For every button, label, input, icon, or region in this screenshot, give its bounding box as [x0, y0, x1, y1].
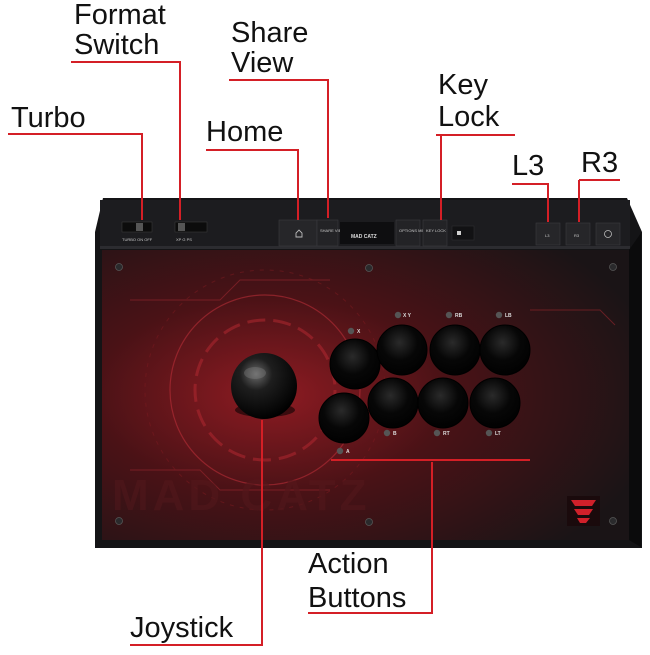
options-button[interactable]	[395, 219, 421, 247]
legend-dot	[433, 429, 441, 437]
l3-leader	[512, 183, 549, 222]
action-button-rb[interactable]	[429, 324, 481, 376]
turbo-callout: Turbo	[11, 102, 86, 134]
legend-dot	[485, 429, 493, 437]
home-icon[interactable]	[295, 229, 303, 238]
action-buttons	[318, 324, 531, 444]
button-legends: X X Y RB LB A B RT LT	[336, 311, 512, 455]
logo-stroke	[571, 500, 596, 506]
r3-button-label: R3	[574, 233, 580, 238]
panel-circuit-line	[130, 469, 330, 491]
legend-dot	[336, 447, 344, 455]
turbo-switch-label: TURBO ON OFF	[122, 237, 153, 242]
legend-bottom-row-2: RT	[443, 431, 450, 437]
legend-bottom-row-3: LT	[495, 431, 501, 437]
logo-stroke	[577, 518, 590, 523]
screw	[609, 517, 617, 525]
key-lock-button-label: KEY LOCK	[426, 228, 446, 233]
action-button-rt[interactable]	[417, 377, 469, 429]
r3-button[interactable]	[565, 222, 591, 246]
legend-top-left: X	[357, 329, 361, 335]
action-button-top-left[interactable]	[329, 338, 381, 390]
legend-top-row-3: LB	[505, 313, 512, 319]
home-callout: Home	[206, 116, 284, 148]
joystick-leader	[130, 420, 263, 646]
action-button-lb[interactable]	[479, 324, 531, 376]
joystick-callout: Joystick	[130, 612, 234, 644]
r3-callout: R3	[581, 147, 619, 179]
home-button-bay	[278, 219, 318, 247]
panel-ring-outer	[169, 294, 361, 486]
action-button-b[interactable]	[367, 377, 419, 429]
legend-top-row-1: X Y	[403, 313, 412, 319]
screw	[609, 263, 617, 271]
format-switch-leader	[71, 61, 181, 220]
legend-dot	[383, 429, 391, 437]
legend-dot	[495, 311, 503, 319]
legend-dot	[347, 327, 355, 335]
callout-lines	[8, 61, 620, 646]
format-switch-callout-line1: Format	[74, 0, 166, 31]
gear-icon	[604, 230, 612, 238]
screw	[115, 517, 123, 525]
legend-dot	[394, 311, 402, 319]
turbo-switch-knob[interactable]	[136, 223, 143, 231]
l3-callout: L3	[512, 150, 545, 182]
strip-edge	[100, 246, 630, 249]
action-button-a[interactable]	[318, 392, 370, 444]
key-lock-callout-line2: Lock	[438, 101, 500, 133]
key-lock-button[interactable]	[422, 219, 448, 247]
touchpad-button[interactable]	[595, 222, 621, 246]
panel-brand-watermark: MAD CATZ	[112, 471, 370, 520]
legend-bottom-row-1: B	[393, 431, 397, 437]
legend-dot	[445, 311, 453, 319]
legend-bottom-left: A	[346, 449, 350, 455]
action-button-lt[interactable]	[469, 377, 521, 429]
options-button-label: OPTIONS MENU	[399, 228, 430, 233]
panel-ring-mid	[193, 318, 337, 462]
panel-circuit-line	[530, 309, 616, 326]
screw	[365, 264, 373, 272]
joystick[interactable]	[231, 353, 297, 419]
l3-button-label: L3	[545, 233, 550, 238]
brand-plate-text: MAD CATZ	[351, 234, 377, 240]
format-switch-callout-line2: Switch	[74, 29, 160, 61]
legend-top-row-2: RB	[455, 313, 463, 319]
share-view-callout-line1: Share	[231, 17, 309, 49]
art-panel	[102, 250, 629, 540]
format-switch-knob[interactable]	[178, 223, 185, 231]
panel-circuit-line	[130, 279, 330, 301]
share-button-label: SHARE VIEW	[320, 228, 345, 233]
logo-stroke	[574, 509, 593, 515]
share-view-leader	[229, 79, 329, 218]
screw	[365, 518, 373, 526]
lock-indicator	[451, 225, 475, 241]
action-button-y[interactable]	[376, 324, 428, 376]
brand-plate	[340, 222, 394, 244]
l3-button[interactable]	[535, 222, 561, 246]
home-leader	[206, 149, 299, 220]
key-lock-callout-line1: Key	[438, 69, 488, 101]
mad-catz-logo	[567, 496, 600, 526]
case-side	[629, 233, 641, 547]
turbo-leader	[8, 133, 143, 220]
share-view-callout-line2: View	[231, 47, 294, 79]
format-switch-label: XP G PS	[176, 237, 192, 242]
share-button[interactable]	[316, 219, 339, 247]
action-buttons-callout-line1: Action	[308, 548, 389, 580]
lock-indicator-led	[457, 231, 461, 235]
action-buttons-callout-line2: Buttons	[308, 582, 407, 614]
screw	[115, 263, 123, 271]
joystick-highlight	[244, 367, 266, 379]
joystick-ball-top[interactable]	[231, 353, 297, 419]
action-buttons-leader	[308, 462, 433, 614]
panel-screws	[115, 263, 617, 526]
format-switch[interactable]	[174, 221, 208, 233]
top-controls: TURBO ON OFF XP G PS SHARE VIEW MAD CATZ…	[121, 219, 621, 247]
